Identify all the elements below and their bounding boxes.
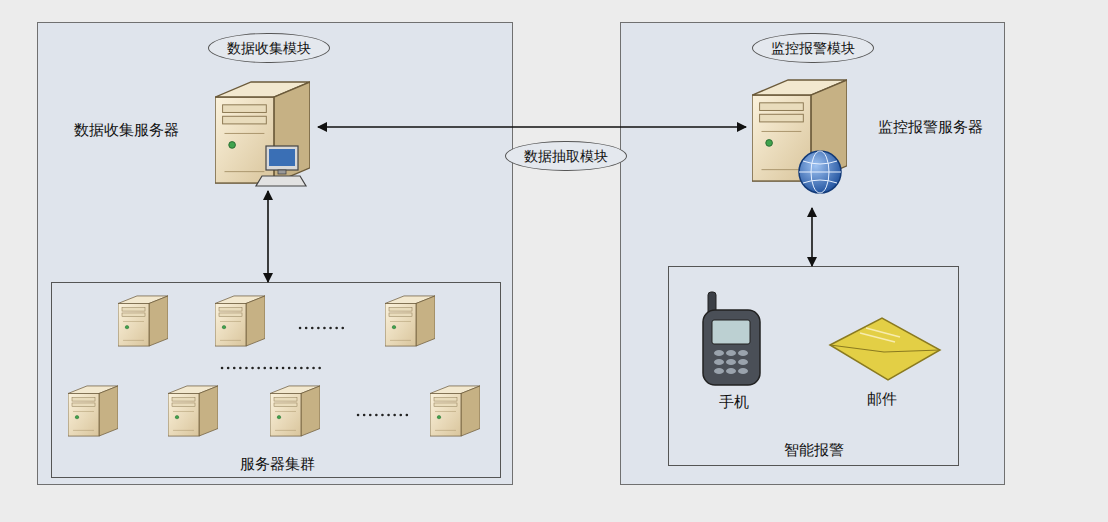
- cluster-label: 服务器集群: [240, 455, 315, 473]
- mail-label: 邮件: [867, 390, 897, 408]
- alarm-label: 智能报警: [784, 441, 844, 459]
- connector-arrow: [811, 208, 813, 266]
- module-title: 数据收集模块: [208, 33, 330, 64]
- connector-arrow: [318, 126, 746, 128]
- cluster-server-icons: [68, 296, 480, 436]
- collection-server-icon: [215, 82, 310, 186]
- phone-label: 手机: [719, 393, 749, 411]
- server-label: 数据收集服务器: [74, 121, 179, 139]
- monitor-server-icon: [752, 80, 847, 193]
- mail-icon: [830, 318, 940, 380]
- phone-icon: [703, 292, 760, 385]
- edge-label: 数据抽取模块: [505, 141, 627, 172]
- connector-arrow: [267, 191, 269, 282]
- module-title: 监控报警模块: [752, 33, 874, 64]
- server-label: 监控报警服务器: [878, 118, 983, 136]
